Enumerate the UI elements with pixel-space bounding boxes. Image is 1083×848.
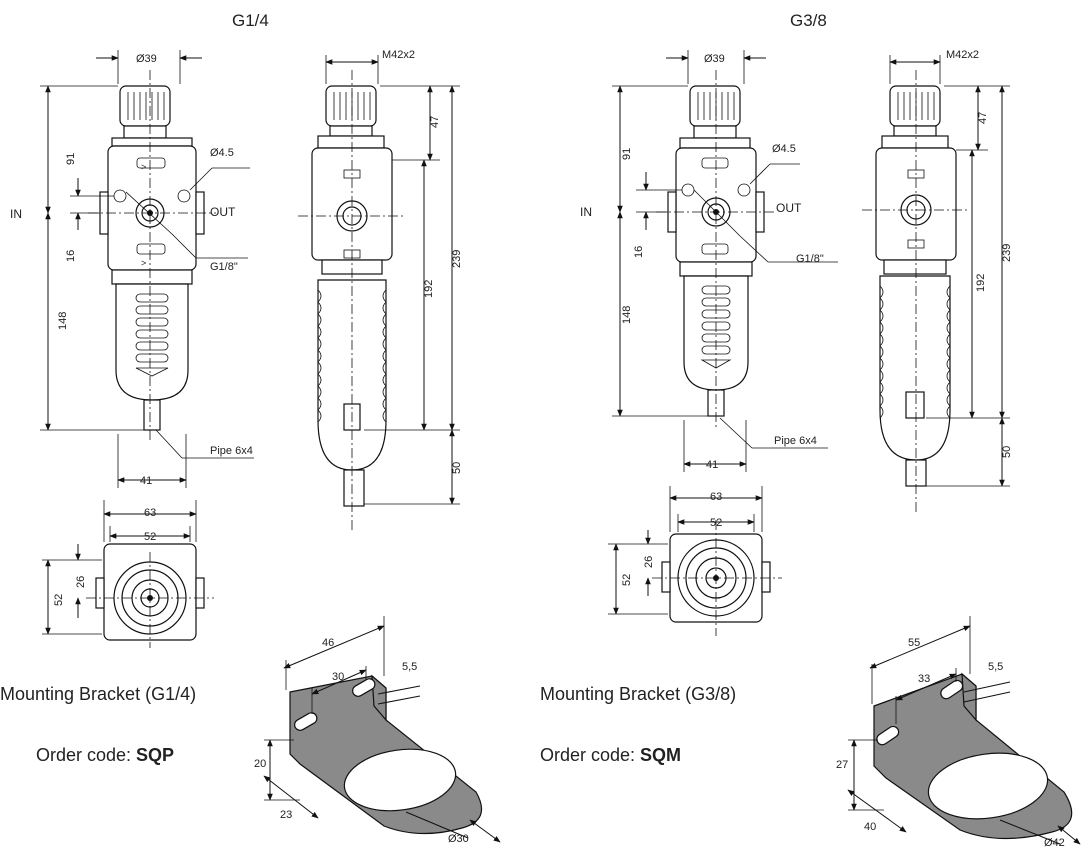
g38-bracket: Mounting Bracket (G3/8) Order code: SQM … bbox=[540, 616, 1081, 848]
g38-h-bottom: 148 bbox=[621, 306, 633, 324]
g14-w-body: 41 bbox=[140, 475, 152, 487]
g38-w-body: 41 bbox=[706, 459, 718, 471]
g38-h-27: 27 bbox=[836, 759, 848, 771]
g38-dia-hole: Ø4.5 bbox=[772, 143, 796, 155]
g38-drain-pipe: Pipe 6x4 bbox=[774, 435, 817, 447]
g14-top-view: 63 52 26 52 bbox=[42, 500, 214, 648]
g38-w-33: 33 bbox=[918, 673, 930, 685]
g14-w-52: 52 bbox=[144, 531, 156, 543]
svg-text:>: > bbox=[141, 258, 146, 268]
g14-slot: 5,5 bbox=[402, 661, 417, 673]
g14-h-192: 192 bbox=[423, 280, 435, 298]
g14-bracket: Mounting Bracket (G1/4) Order code: SQP … bbox=[0, 616, 501, 845]
g14-w-23: 23 bbox=[280, 809, 292, 821]
g14-h-47: 47 bbox=[429, 116, 441, 128]
g14-h-239: 239 bbox=[451, 250, 463, 268]
g38-h-52: 52 bbox=[621, 574, 633, 586]
g38-top-view: 63 52 26 52 bbox=[608, 486, 782, 636]
g14-side-view: M42x2 47 192 239 50 bbox=[298, 49, 463, 530]
g14-dia-top: Ø39 bbox=[136, 53, 157, 65]
g14-h-20: 20 bbox=[254, 758, 266, 770]
g38-front-view: Ø39 91 IN Ø4.5 OUT 16 G1/8" 148 Pipe 6x4… bbox=[580, 50, 838, 472]
g38-order-code: Order code: SQM bbox=[540, 745, 681, 765]
g14-gauge-port: G1/8" bbox=[210, 261, 238, 273]
g38-gauge-port: G1/8" bbox=[796, 253, 824, 265]
g14-thread: M42x2 bbox=[382, 49, 415, 61]
g14-port-out: OUT bbox=[210, 205, 236, 219]
g14-bracket-title: Mounting Bracket (G1/4) bbox=[0, 684, 196, 704]
g14-h-top: 91 bbox=[65, 153, 77, 165]
g14-h-26: 26 bbox=[75, 576, 87, 588]
g14-front-view: > > bbox=[10, 50, 254, 488]
g14-order-code: Order code: SQP bbox=[36, 745, 174, 765]
g38-side-view: M42x2 47 192 239 50 bbox=[862, 49, 1013, 514]
g14-dia-hole: Ø4.5 bbox=[210, 147, 234, 159]
g14-title: G1/4 bbox=[232, 11, 269, 30]
g38-h-239: 239 bbox=[1001, 244, 1013, 262]
g38-thread: M42x2 bbox=[946, 49, 979, 61]
g14-h-port: 16 bbox=[65, 250, 77, 262]
g38-port-out: OUT bbox=[776, 201, 802, 215]
g14-w-30: 30 bbox=[332, 671, 344, 683]
g38-h-47: 47 bbox=[977, 112, 989, 124]
g14-port-in: IN bbox=[10, 207, 22, 221]
svg-text:>: > bbox=[141, 162, 146, 172]
g14-bracket-dia: Ø30 bbox=[448, 833, 469, 845]
g14-group: G1/4 > > bbox=[0, 11, 501, 845]
g38-title: G3/8 bbox=[790, 11, 827, 30]
g38-bracket-title: Mounting Bracket (G3/8) bbox=[540, 684, 736, 704]
g14-h-52: 52 bbox=[53, 594, 65, 606]
g38-w-52: 52 bbox=[710, 517, 722, 529]
g38-w-55: 55 bbox=[908, 637, 920, 649]
g14-h-bottom: 148 bbox=[57, 312, 69, 330]
g38-h-192: 192 bbox=[975, 274, 987, 292]
g14-w-46: 46 bbox=[322, 637, 334, 649]
g38-h-50: 50 bbox=[1001, 446, 1013, 458]
g38-h-26: 26 bbox=[643, 556, 655, 568]
g14-h-50: 50 bbox=[451, 462, 463, 474]
g38-h-top: 91 bbox=[621, 148, 633, 160]
g14-w-63: 63 bbox=[144, 507, 156, 519]
g38-w-63: 63 bbox=[710, 491, 722, 503]
g14-drain-pipe: Pipe 6x4 bbox=[210, 445, 253, 457]
g38-w-40: 40 bbox=[864, 821, 876, 833]
g38-bracket-dia: Ø42 bbox=[1044, 837, 1065, 848]
g38-slot: 5,5 bbox=[988, 661, 1003, 673]
g38-h-port: 16 bbox=[633, 246, 645, 258]
g38-port-in: IN bbox=[580, 205, 592, 219]
g38-group: G3/8 bbox=[540, 11, 1081, 848]
g38-dia-top: Ø39 bbox=[704, 53, 725, 65]
